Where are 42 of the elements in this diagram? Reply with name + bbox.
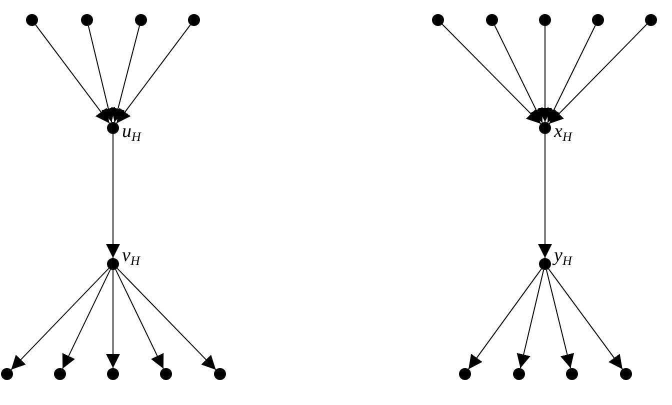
- vertex-label: v$_{H}$: [122, 246, 140, 267]
- graph-vertex: [160, 368, 172, 380]
- graph-vertex: [188, 14, 200, 26]
- arrow: [62, 268, 111, 370]
- arrow: [115, 268, 164, 370]
- graph-vertex: [107, 368, 119, 380]
- graph-vertex: [620, 368, 632, 380]
- graph-vertex: [459, 368, 471, 380]
- graph-vertex: [1, 368, 13, 380]
- graph-vertex: [592, 14, 604, 26]
- arrow: [10, 268, 110, 370]
- graph-vertex: [81, 14, 93, 26]
- graph-vertex: [432, 14, 444, 26]
- arrow: [88, 25, 116, 123]
- graph-vertex: [645, 14, 657, 26]
- arrow: [468, 268, 542, 370]
- vertex-label: x$_{H}$: [554, 122, 572, 143]
- arrow: [538, 26, 552, 122]
- arrow: [546, 269, 574, 369]
- graph-vertex: [214, 368, 226, 380]
- arrow: [548, 268, 623, 370]
- arrow: [106, 134, 120, 258]
- graph-vertex: [54, 368, 66, 380]
- arrow: [442, 24, 542, 124]
- arrow: [538, 134, 552, 258]
- graph-vertex: [539, 14, 551, 26]
- graph-vertex: [486, 14, 498, 26]
- arrow: [35, 24, 110, 124]
- arrow: [116, 268, 216, 370]
- arrow: [516, 269, 544, 369]
- arrow: [548, 24, 648, 124]
- graph-vertex: [26, 14, 38, 26]
- graph-vertex: [513, 368, 525, 380]
- arrow: [116, 24, 191, 124]
- arrow: [547, 24, 596, 124]
- vertex-label: u$_{H}$: [122, 122, 141, 143]
- vertex-label: y$_{H}$: [554, 246, 572, 267]
- arrow: [106, 270, 120, 368]
- arrow: [494, 24, 543, 124]
- graph-vertex: [135, 14, 147, 26]
- graph-vertex: [566, 368, 578, 380]
- arrow: [111, 25, 140, 123]
